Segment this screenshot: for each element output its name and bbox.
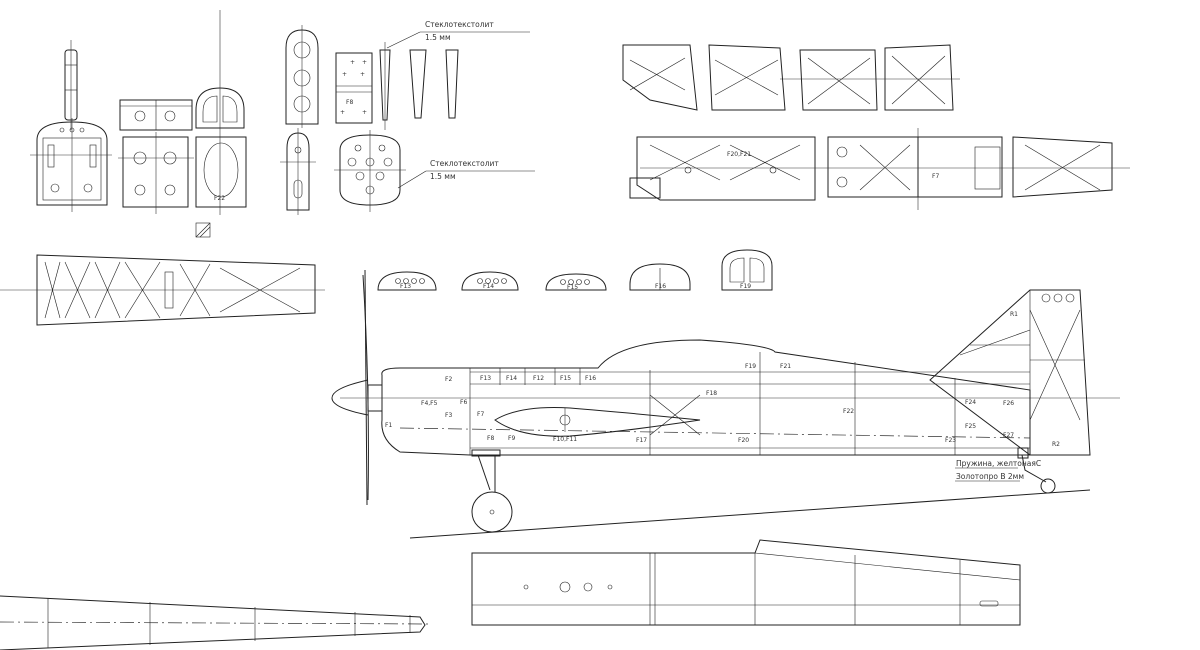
label-f3: F3	[445, 412, 452, 419]
side-panels-lower: F20,F21 F7	[629, 128, 1130, 210]
note-line-1: Стеклотекстолит	[425, 20, 494, 29]
label-f15: F15	[560, 375, 571, 382]
label-f18: F18	[706, 390, 717, 397]
bottom-box-part	[471, 539, 1021, 626]
wire-note-line-1: Пружина, желтонаяС	[956, 459, 1041, 468]
formers-row: F13 F14 F15 F16 F19	[377, 249, 773, 291]
label-f16: F16	[585, 375, 596, 382]
label-f22: F22	[843, 408, 854, 415]
svg-text:+: +	[362, 109, 367, 116]
label-f10f11: F10,F11	[553, 436, 577, 443]
label-f27: F27	[1003, 432, 1014, 439]
label-f19: F19	[745, 363, 756, 370]
label-f24: F24	[965, 399, 976, 406]
svg-text:+: +	[350, 59, 355, 66]
bottom-wing-spar	[0, 595, 431, 650]
label-f4f5: F4,F5	[421, 400, 438, 407]
label-r2: R2	[1052, 441, 1060, 448]
svg-text:+: +	[340, 109, 345, 116]
svg-text:+: +	[342, 71, 347, 78]
front-formers-group: F22	[30, 10, 247, 238]
label-f2: F2	[445, 376, 452, 383]
label-f7: F7	[477, 411, 484, 418]
note-line-1: Стеклотекстолит	[430, 159, 499, 168]
label-f7: F7	[932, 173, 939, 180]
label-f12: F12	[533, 375, 544, 382]
label-f6: F6	[460, 399, 467, 406]
former-label-f14: F14	[483, 283, 494, 290]
cockpit-formers-group: + + + + + + F8	[280, 25, 459, 215]
wire-note-line-2: Золотопро В 2мм	[956, 472, 1024, 481]
former-label-f13: F13	[400, 283, 411, 290]
note-line-2: 1.5 мм	[430, 172, 456, 181]
note-line-2: 1.5 мм	[425, 33, 451, 42]
label-f9: F9	[508, 435, 515, 442]
label-f23: F23	[945, 437, 956, 444]
label-f20: F20	[738, 437, 749, 444]
svg-text:+: +	[360, 71, 365, 78]
fiberglass-note-bottom: Стеклотекстолит 1.5 мм	[397, 159, 535, 189]
former-label-f16: F16	[655, 283, 666, 290]
label-f17: F17	[636, 437, 647, 444]
fiberglass-note-top: Стеклотекстолит 1.5 мм	[386, 20, 530, 49]
airplane-side-view: Пружина, желтонаяС Золотопро В 2мм F1 F2…	[331, 269, 1120, 539]
former-label-f19: F19	[740, 283, 751, 290]
label-f26: F26	[1003, 400, 1014, 407]
svg-text:+: +	[362, 59, 367, 66]
label-f14: F14	[506, 375, 517, 382]
side-panels-upper	[622, 44, 960, 111]
label-f20-f21: F20,F21	[727, 151, 751, 158]
svg-text:F8: F8	[346, 99, 353, 106]
label-f13: F13	[480, 375, 491, 382]
label-f8: F8	[487, 435, 494, 442]
label-r1: R1	[1010, 311, 1018, 318]
label-f21: F21	[780, 363, 791, 370]
former-label-f15: F15	[567, 284, 578, 291]
svg-text:F22: F22	[214, 195, 225, 202]
label-f25: F25	[965, 423, 976, 430]
fuselage-side-truss	[0, 254, 325, 326]
label-f1: F1	[385, 422, 392, 429]
